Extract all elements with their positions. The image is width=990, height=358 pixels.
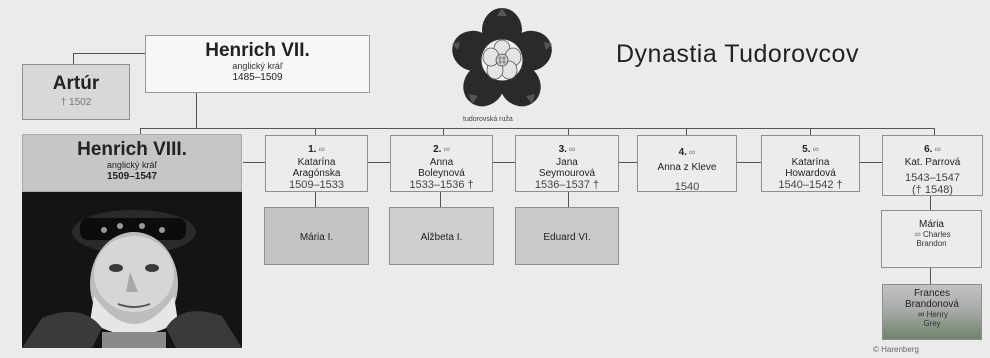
wife-name-line1: Katarína bbox=[297, 156, 336, 168]
wife-years: 1509–1533 bbox=[288, 178, 345, 191]
connector-wife2-up bbox=[443, 128, 444, 135]
child-name: Mária I. bbox=[299, 232, 334, 243]
wife-years: 1540 bbox=[674, 180, 700, 193]
connector-artur-down bbox=[73, 53, 74, 65]
wife-name-line2: Seymourová bbox=[538, 167, 596, 179]
connector-wife4-up bbox=[686, 128, 687, 135]
wife-name-line2: Howardová bbox=[785, 167, 836, 179]
connector-henry7-down bbox=[196, 92, 197, 129]
wife-years-death: († 1548) bbox=[912, 183, 953, 196]
frances-name-line1: Frances bbox=[913, 288, 951, 299]
henry7-box: Henrich VII. anglický kráľ 1485–1509 bbox=[145, 35, 370, 93]
maria-name: Mária bbox=[918, 219, 944, 230]
connector-wife2-wife3 bbox=[493, 162, 515, 163]
connector-maria-frances bbox=[930, 268, 931, 284]
rose-label: tudorovská ruža bbox=[463, 116, 513, 123]
wife-box-6: 6.∞ Kat. Parrová 1543–1547 († 1548) bbox=[882, 135, 983, 196]
maria-spouse-line1: Charles bbox=[923, 230, 951, 239]
tudor-rose-icon bbox=[452, 8, 552, 107]
wife-number: 5. bbox=[802, 144, 811, 155]
wife-years: 1543–1547 bbox=[904, 171, 961, 184]
henry8-portrait bbox=[22, 192, 242, 348]
henry8-name: Henrich VIII. bbox=[77, 139, 187, 160]
frances-box: Frances Brandonová ∞ Henry Grey bbox=[882, 284, 982, 340]
connector-henry8-up bbox=[140, 128, 141, 134]
connector-wife5-wife6 bbox=[860, 162, 882, 163]
connector-main-bar bbox=[140, 128, 935, 129]
henry7-years: 1485–1509 bbox=[232, 71, 283, 83]
connector-wife3-child bbox=[568, 192, 569, 207]
frances-spouse-line1: Henry bbox=[926, 310, 948, 319]
marriage-rings-icon: ∞ bbox=[918, 309, 925, 319]
artur-name: Artúr bbox=[52, 73, 100, 94]
artur-death: † 1502 bbox=[60, 96, 92, 108]
connector-wife1-wife2 bbox=[368, 162, 390, 163]
portrait-image bbox=[22, 192, 242, 348]
wife-box-3: 3.∞ Jana Seymourová 1536–1537 † bbox=[515, 135, 619, 192]
maria-box: Mária ∞ Charles Brandon bbox=[881, 210, 982, 268]
connector-wife6-up bbox=[934, 128, 935, 135]
connector-wife5-up bbox=[810, 128, 811, 135]
frances-name-line2: Brandonová bbox=[905, 299, 959, 310]
wife-box-2: 2.∞ Anna Boleynová 1533–1536 † bbox=[390, 135, 493, 192]
wife-years: 1540–1542 † bbox=[778, 178, 843, 191]
artur-box: Artúr † 1502 bbox=[22, 64, 130, 120]
child-box-eduard-vi: Eduard VI. bbox=[515, 207, 619, 265]
henry8-role: anglický kráľ bbox=[106, 159, 158, 170]
wife-years: 1533–1536 † bbox=[409, 178, 474, 191]
frances-spouse-line2: Grey bbox=[923, 318, 941, 328]
connector-wife2-child bbox=[440, 192, 441, 207]
wife-number: 6. bbox=[924, 144, 933, 155]
wife-number: 2. bbox=[433, 144, 442, 155]
child-name: Alžbeta I. bbox=[420, 232, 463, 243]
wife-number: 4. bbox=[678, 147, 687, 158]
child-name: Eduard VI. bbox=[543, 232, 591, 243]
marriage-rings-icon: ∞ bbox=[318, 144, 325, 154]
copyright-text: © Harenberg bbox=[873, 345, 919, 354]
wife-name-line1: Kat. Parrová bbox=[904, 156, 961, 168]
wife-box-1: 1.∞ Katarína Aragónska 1509–1533 bbox=[265, 135, 368, 192]
marriage-rings-icon: ∞ bbox=[914, 229, 921, 239]
henry7-role: anglický kráľ bbox=[232, 60, 283, 71]
henry8-box: Henrich VIII. anglický kráľ 1509–1547 bbox=[22, 134, 242, 192]
wife-name-line1: Anna bbox=[429, 156, 454, 168]
marriage-rings-icon: ∞ bbox=[443, 144, 450, 154]
connector-wife4-wife5 bbox=[737, 162, 761, 163]
connector-henry8-wife1 bbox=[243, 162, 265, 163]
wife-number: 1. bbox=[308, 144, 317, 155]
wife-years: 1536–1537 † bbox=[534, 178, 600, 191]
connector-artur-henry7 bbox=[73, 53, 145, 54]
henry8-years: 1509–1547 bbox=[106, 170, 158, 182]
child-box-maria-i: Mária I. bbox=[264, 207, 369, 265]
marriage-rings-icon: ∞ bbox=[812, 144, 819, 154]
wife-name-line2: Aragónska bbox=[292, 167, 341, 179]
connector-wife3-wife4 bbox=[619, 162, 637, 163]
henry7-name: Henrich VII. bbox=[205, 40, 310, 61]
marriage-rings-icon: ∞ bbox=[568, 144, 576, 154]
wife-name-line1: Katarína bbox=[791, 156, 830, 168]
child-box-alzbeta-i: Alžbeta I. bbox=[389, 207, 494, 265]
connector-wife3-up bbox=[568, 128, 569, 135]
wife-name-line2: Boleynová bbox=[418, 167, 465, 179]
wife-name-line1: Jana bbox=[556, 156, 578, 168]
wife-number: 3. bbox=[558, 144, 567, 155]
wife-box-4: 4.∞ Anna z Kleve 1540 bbox=[637, 135, 737, 193]
connector-wife1-up bbox=[315, 128, 316, 135]
connector-wife6-child bbox=[930, 196, 931, 210]
maria-spouse-line2: Brandon bbox=[916, 238, 947, 248]
marriage-rings-icon: ∞ bbox=[688, 147, 696, 157]
wife-box-5: 5.∞ Katarína Howardová 1540–1542 † bbox=[761, 135, 860, 192]
page-title: Dynastia Tudorovcov bbox=[616, 40, 859, 68]
wife-name-line1: Anna z Kleve bbox=[657, 161, 717, 173]
marriage-rings-icon: ∞ bbox=[934, 144, 941, 154]
connector-wife1-child bbox=[315, 192, 316, 207]
